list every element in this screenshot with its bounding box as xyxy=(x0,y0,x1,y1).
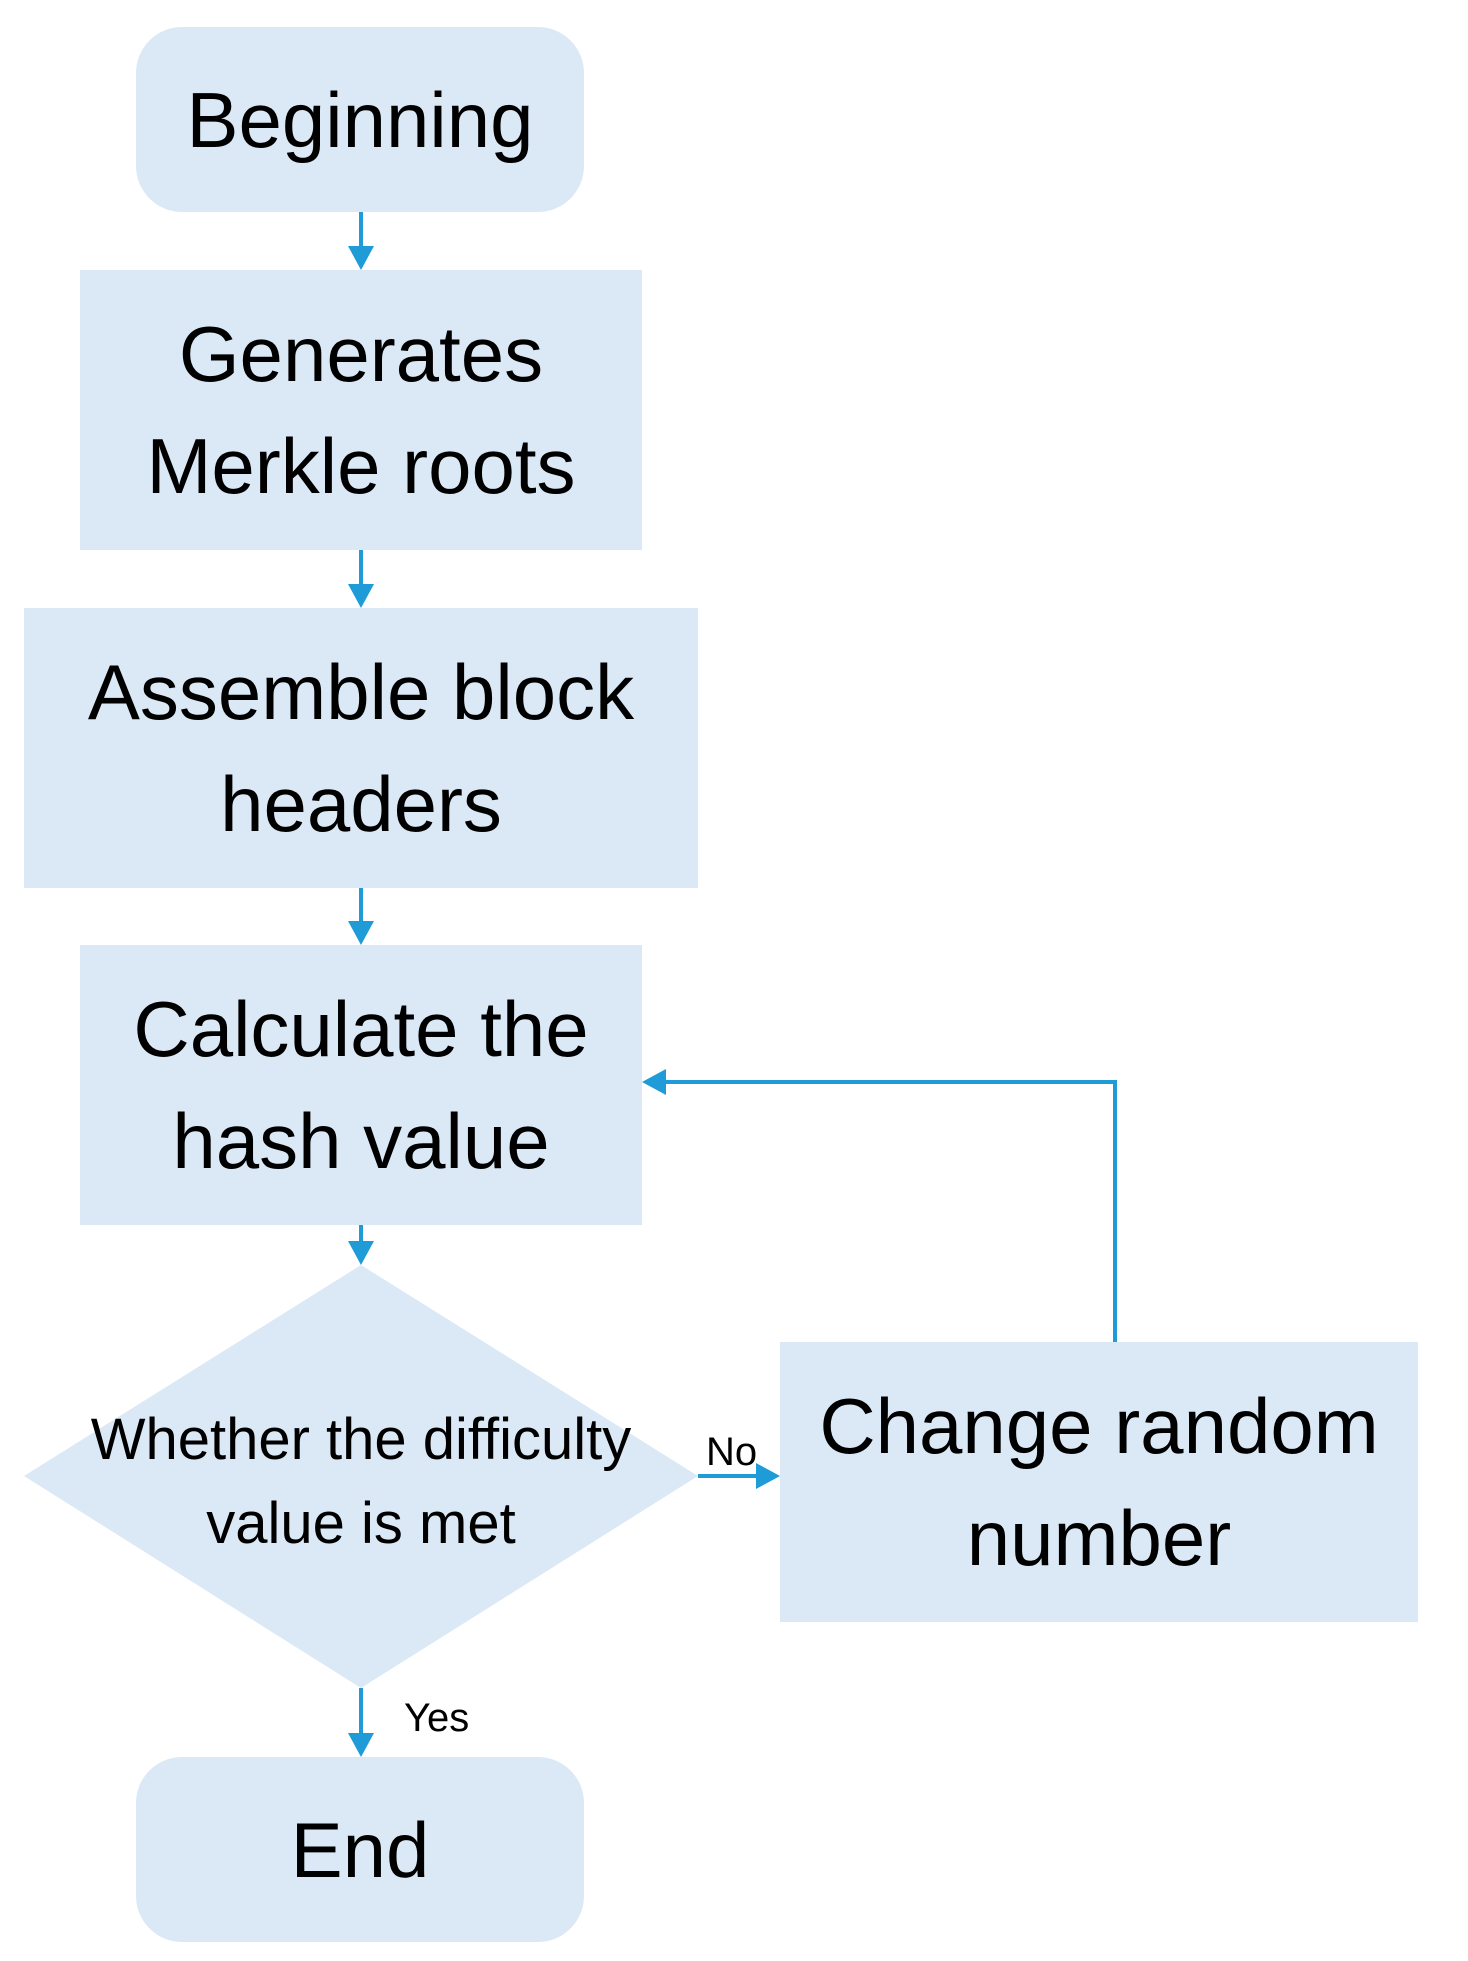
end-node-label: End xyxy=(290,1805,430,1894)
hash-step-label-line-1: Calculate the xyxy=(133,985,589,1073)
assemble-block-headers-step[interactable]: Assemble block headers xyxy=(24,608,698,888)
arrowhead-merkle xyxy=(348,246,374,270)
decision-label: Whether the difficulty value is met xyxy=(24,1398,698,1566)
decision-label-line-1: Whether the difficulty xyxy=(90,1407,632,1472)
hash-step-label-line-2: hash value xyxy=(172,1097,550,1185)
start-node-label: Beginning xyxy=(186,75,534,164)
arrowhead-decision xyxy=(348,1241,374,1265)
arrowhead-end xyxy=(348,1733,374,1757)
arrowhead-change xyxy=(756,1463,780,1489)
merkle-step-label-line-2: Merkle roots xyxy=(146,422,576,510)
change-step-label-line-1: Change random xyxy=(819,1382,1379,1470)
headers-step-label-line-2: headers xyxy=(220,760,502,848)
decision-label-line-2: value is met xyxy=(206,1491,516,1556)
headers-step-label-line-1: Assemble block xyxy=(87,648,635,736)
arrow-change-back-to-hash xyxy=(662,1080,1117,1342)
end-node[interactable]: End xyxy=(136,1757,584,1942)
decision-diamond[interactable] xyxy=(24,1265,698,1688)
generate-merkle-roots-step[interactable]: Generates Merkle roots xyxy=(80,270,642,550)
edge-label-no: No xyxy=(706,1430,758,1474)
arrowhead-headers xyxy=(348,584,374,608)
calculate-hash-step[interactable]: Calculate the hash value xyxy=(80,945,642,1225)
arrowhead-loop-to-hash xyxy=(642,1069,666,1095)
merkle-step-label-line-1: Generates xyxy=(178,310,544,398)
change-random-number-step[interactable]: Change random number xyxy=(780,1342,1418,1622)
start-node[interactable]: Beginning xyxy=(136,27,584,212)
arrowhead-hash xyxy=(348,921,374,945)
edge-label-yes: Yes xyxy=(404,1696,470,1740)
change-step-label-line-2: number xyxy=(966,1494,1232,1582)
